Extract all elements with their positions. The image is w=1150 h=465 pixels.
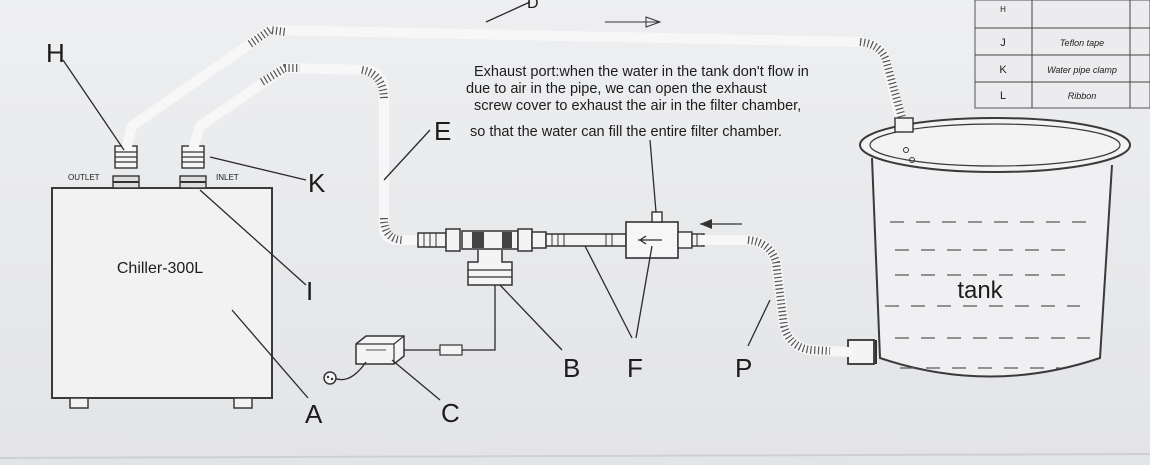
parts-table-name-clamp: Water pipe clamp [1047,65,1117,75]
tank: tank [847,117,1131,378]
label-b: B [563,353,580,383]
parts-table-name-teflon: Teflon tape [1060,38,1104,48]
pump-cable [400,285,496,351]
parts-table-code-l: L [1000,90,1006,102]
label-d: D [527,0,539,12]
label-a: A [305,399,323,429]
label-c: C [441,398,460,428]
water-level-lines [885,221,1090,369]
coupling-left [417,232,447,248]
pipe-p [699,235,853,357]
inlet-fitting [179,145,207,189]
leader-e [383,129,431,181]
chiller-unit: Chiller-300L OUTLET INLET [51,145,273,409]
exhaust-note-line-4: so that the water can fill the entire fi… [470,124,782,140]
exhaust-port [651,211,663,223]
outlet-label: OUTLET [68,173,100,182]
exhaust-note-line-3: screw cover to exhaust the air in the fi… [474,98,801,114]
leader-f1 [584,245,633,339]
pipe-d-end-fitting [894,117,914,133]
leader-k [209,156,307,181]
exhaust-note-line-2: due to air in the pipe, we can open the … [466,81,767,97]
leader-i [199,189,307,286]
outlet-fitting [112,145,140,189]
label-k: K [308,168,326,198]
leader-p [747,299,771,347]
leader-d [485,1,531,23]
power-adapter [323,335,405,385]
parts-table: H J K L Teflon tape Water pipe clamp Rib… [974,0,1150,109]
label-f: F [627,353,643,383]
label-h: H [46,38,65,68]
leader-b [499,284,563,351]
tank-label: tank [957,277,1003,304]
exhaust-note-line-1: Exhaust port:when the water in the tank … [474,64,809,80]
label-p: P [735,353,752,383]
leader-f2 [635,245,653,339]
leader-lines [62,1,771,401]
leader-h [62,59,125,151]
label-e: E [434,116,451,146]
power-plug [323,371,337,385]
pump [461,230,519,286]
pipe-e [189,63,425,245]
pipe-d [122,16,915,163]
chiller-foot-left [69,397,89,409]
paper-fold [0,453,1150,459]
parts-table-name-ribbon: Ribbon [1068,91,1097,101]
leader-c [391,359,441,401]
parts-table-code-j: J [1000,37,1006,49]
label-i: I [306,276,313,306]
inlet-label: INLET [216,173,239,182]
parts-table-header-code: H [1000,5,1006,14]
leader-a [231,309,309,399]
chiller-foot-right [233,397,253,409]
exhaust-note: Exhaust port:when the water in the tank … [466,64,809,140]
chiller-name: Chiller-300L [117,260,203,277]
parts-table-code-k: K [999,64,1007,76]
leader-exhaust [649,139,657,213]
